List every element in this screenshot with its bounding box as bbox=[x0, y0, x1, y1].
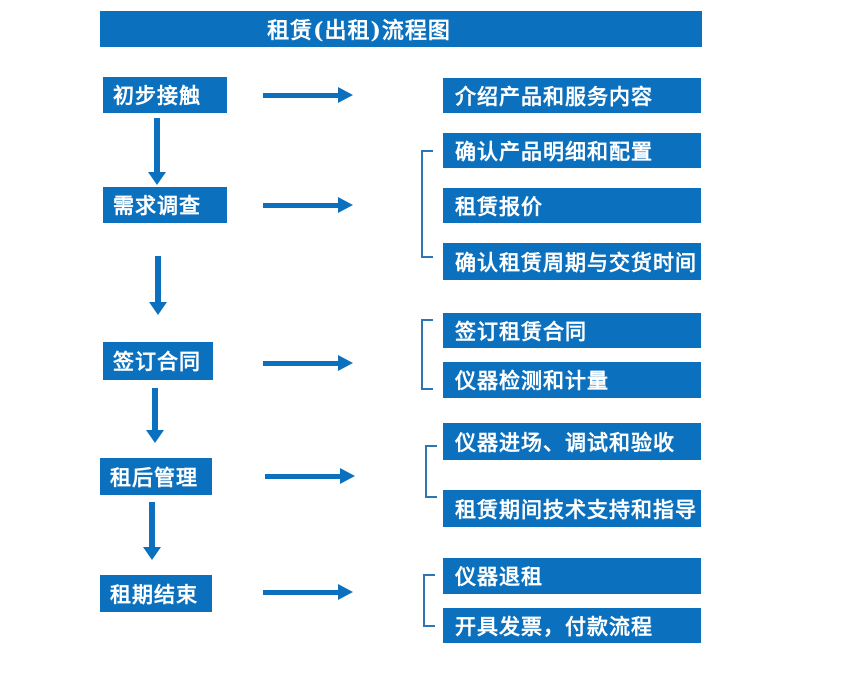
arrow-right-icon bbox=[263, 584, 353, 600]
arrow-head bbox=[338, 197, 353, 213]
arrow-down-icon bbox=[146, 388, 164, 443]
detail-box-tech-support: 租赁期间技术支持和指导 bbox=[443, 490, 701, 527]
arrow-head bbox=[338, 584, 353, 600]
arrow-down-icon bbox=[143, 502, 161, 560]
group-bracket-icon bbox=[421, 319, 433, 390]
step-box-post-rental-management: 租后管理 bbox=[100, 458, 212, 495]
page-title: 租赁(出租)流程图 bbox=[267, 18, 451, 44]
detail-box-confirm-product-details: 确认产品明细和配置 bbox=[443, 133, 701, 168]
group-bracket-icon bbox=[425, 445, 437, 498]
detail-box-instrument-inspection: 仪器检测和计量 bbox=[443, 362, 701, 398]
step-box-sign-contract: 签订合同 bbox=[103, 342, 213, 380]
arrow-stem bbox=[263, 360, 338, 366]
arrow-head bbox=[148, 172, 166, 185]
step-box-demand-survey: 需求调查 bbox=[103, 187, 227, 223]
detail-box-rental-quote: 租赁报价 bbox=[443, 188, 701, 223]
step-box-lease-end: 租期结束 bbox=[100, 575, 212, 612]
detail-box-instrument-setup-acceptance: 仪器进场、调试和验收 bbox=[443, 423, 701, 460]
arrow-stem bbox=[149, 502, 155, 547]
detail-box-sign-rental-contract: 签订租赁合同 bbox=[443, 313, 701, 348]
detail-box-intro-products: 介绍产品和服务内容 bbox=[443, 78, 701, 113]
arrow-right-icon bbox=[263, 87, 353, 103]
arrow-stem bbox=[152, 388, 158, 430]
detail-box-confirm-period-delivery: 确认租赁周期与交货时间 bbox=[443, 243, 701, 280]
detail-box-instrument-return: 仪器退租 bbox=[443, 558, 701, 594]
arrow-stem bbox=[263, 92, 338, 98]
arrow-head bbox=[143, 547, 161, 560]
arrow-right-icon bbox=[263, 355, 353, 371]
arrow-down-icon bbox=[148, 118, 166, 185]
arrow-stem bbox=[265, 473, 340, 479]
arrow-stem bbox=[154, 118, 160, 172]
title-bar: 租赁(出租)流程图 bbox=[100, 11, 702, 47]
group-bracket-icon bbox=[421, 150, 433, 258]
detail-box-invoice-payment: 开具发票，付款流程 bbox=[443, 608, 701, 643]
arrow-head bbox=[338, 355, 353, 371]
arrow-stem bbox=[155, 256, 161, 302]
arrow-stem bbox=[263, 589, 338, 595]
group-bracket-icon bbox=[423, 574, 435, 627]
arrow-down-icon bbox=[149, 256, 167, 315]
arrow-head bbox=[149, 302, 167, 315]
step-box-initial-contact: 初步接触 bbox=[103, 77, 227, 113]
arrow-head bbox=[338, 87, 353, 103]
arrow-right-icon bbox=[263, 197, 353, 213]
arrow-head bbox=[146, 430, 164, 443]
arrow-stem bbox=[263, 202, 338, 208]
arrow-right-icon bbox=[265, 468, 355, 484]
arrow-head bbox=[340, 468, 355, 484]
